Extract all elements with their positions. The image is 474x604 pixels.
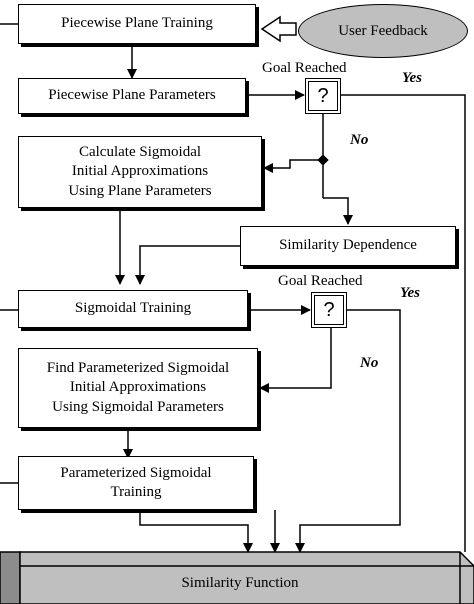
goal-reached-label-1: Goal Reached	[262, 60, 347, 76]
similarity-function-label: Similarity Function	[181, 575, 299, 591]
arrow-dependence-to-sigmoidal	[135, 245, 240, 285]
arrow-no-to-calc	[263, 159, 323, 173]
find-parameterized-line-2: Initial Approximations	[69, 379, 207, 396]
feedback-hollow-arrow	[260, 15, 297, 43]
yes-line-2	[295, 309, 401, 553]
find-parameterized-line-3: Using Sigmoidal Parameters	[52, 398, 224, 415]
calculate-sigmoidal-line-3: Using Plane Parameters	[68, 182, 212, 199]
parameterized-training-box: Parameterized Sigmoidal Training	[18, 456, 254, 510]
sigmoidal-training-label: Sigmoidal Training	[74, 300, 192, 317]
sigmoidal-training-box: Sigmoidal Training	[18, 290, 248, 328]
arrow-no-to-find-param	[259, 328, 332, 393]
piecewise-plane-parameters-label: Piecewise Plane Parameters	[48, 87, 216, 104]
junction-dot	[317, 154, 329, 166]
arrow-to-similarity-dependence	[323, 197, 353, 225]
no-label-2: No	[360, 355, 379, 371]
goal-reached-label-2: Goal Reached	[278, 273, 363, 289]
calculate-sigmoidal-line-1: Calculate Sigmoidal	[78, 143, 202, 160]
user-feedback-ellipse: User Feedback	[298, 4, 468, 58]
calculate-sigmoidal-line-2: Initial Approximations	[71, 163, 209, 180]
arrow-param-training-to-function	[139, 510, 253, 553]
similarity-dependence-box: Similarity Dependence	[240, 226, 456, 266]
parameterized-training-line-2: Training	[110, 484, 162, 500]
piecewise-plane-training-label: Piecewise Plane Training	[61, 15, 213, 32]
no-label-1: No	[350, 132, 369, 148]
find-parameterized-line-1: Find Parameterized Sigmoidal	[46, 359, 230, 376]
user-feedback-label: User Feedback	[338, 22, 428, 39]
base-left-side	[0, 551, 21, 604]
parameterized-training-line-1: Parameterized Sigmoidal	[60, 464, 212, 481]
yes-label-1: Yes	[402, 70, 422, 86]
yes-line-1	[341, 94, 466, 552]
find-parameterized-box: Find Parameterized Sigmoidal Initial App…	[18, 348, 258, 428]
similarity-dependence-label: Similarity Dependence	[279, 237, 417, 254]
piecewise-plane-training-box: Piecewise Plane Training	[18, 4, 256, 44]
calculate-sigmoidal-box: Calculate Sigmoidal Initial Approximatio…	[18, 136, 262, 208]
base-front	[19, 551, 474, 604]
question-icon: ?	[314, 295, 344, 325]
piecewise-plane-parameters-box: Piecewise Plane Parameters	[18, 78, 246, 114]
yes-label-2: Yes	[400, 285, 420, 301]
question-icon: ?	[308, 81, 338, 111]
